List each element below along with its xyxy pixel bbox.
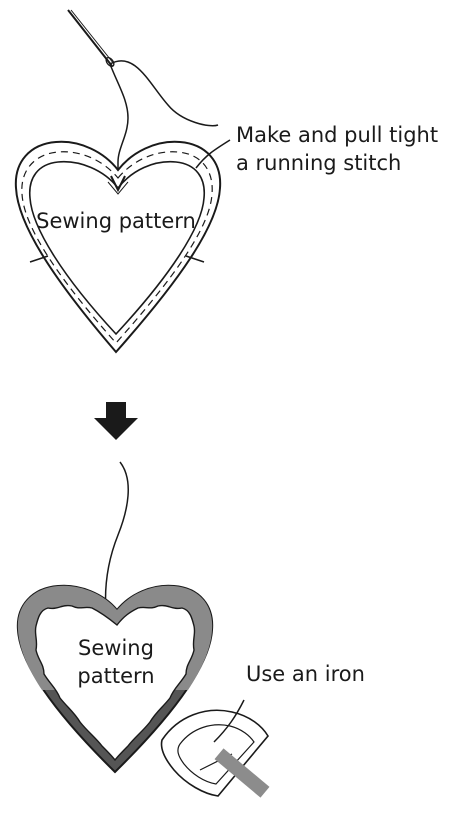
pattern-label-step1: Sewing pattern [34,209,198,234]
heart-pattern-step1 [16,142,220,352]
down-arrow-icon [94,402,138,440]
thread-line-step2 [106,462,129,612]
callout-text-step1-line2: a running stitch [236,151,401,176]
pattern-label-step2-line2: pattern [66,664,166,689]
iron-icon [162,710,270,797]
needle-icon [68,10,115,68]
pattern-label-step2-line1: Sewing [66,636,166,661]
callout-text-step2: Use an iron [246,662,365,687]
callout-text-step1-line1: Make and pull tight [236,123,438,148]
